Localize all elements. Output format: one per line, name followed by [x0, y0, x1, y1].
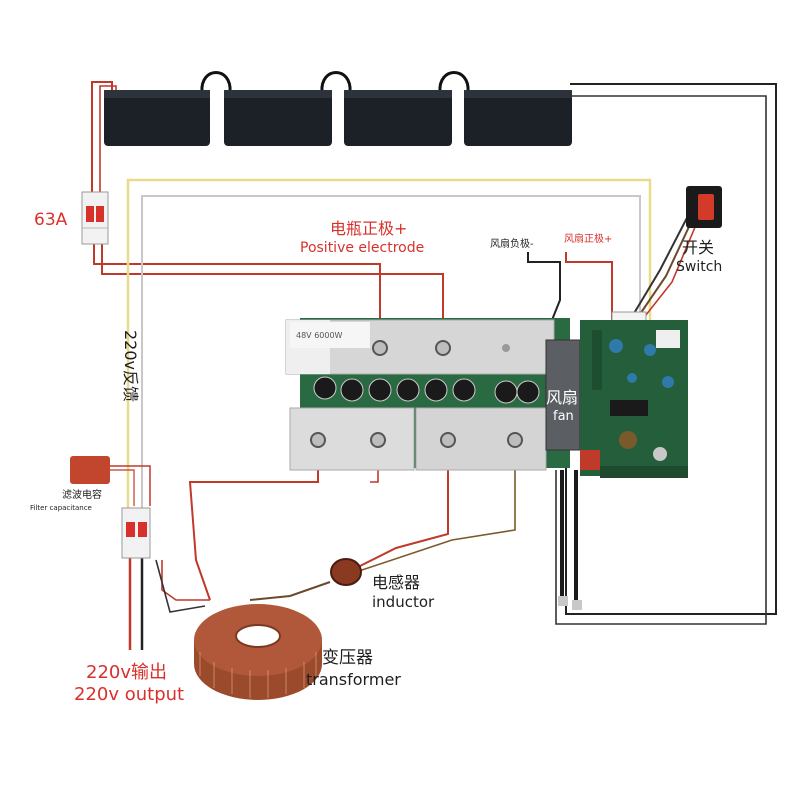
- inverter-board: [285, 318, 688, 478]
- battery-jumper-1: [200, 71, 232, 93]
- transformer-label-zh: 变压器: [322, 648, 373, 668]
- inductor-label-zh: 电感器: [372, 573, 421, 592]
- battery-negative-wire-inner: [555, 95, 767, 625]
- top-circuit-breaker: [81, 191, 109, 245]
- battery-negative-wire: [565, 83, 777, 615]
- cooling-fan: [545, 339, 581, 451]
- output-label-en: 220v output: [74, 684, 185, 705]
- positive-terminal-1: [372, 340, 388, 356]
- filter-capacitor-label-en: Filter capacitance: [30, 504, 92, 512]
- battery-3: [344, 90, 452, 146]
- inductor-label-en: inductor: [372, 593, 435, 611]
- inverter-to-inductor-wire-1: [355, 440, 449, 569]
- feedback-label: 220v反馈: [121, 330, 140, 403]
- filter-cap-lead: [110, 465, 151, 506]
- switch-wire-1: [629, 211, 691, 321]
- inverter-to-inductor-wire-2: [355, 440, 516, 573]
- output-circuit-breaker: [121, 507, 151, 559]
- transformer-label-en: transformer: [306, 670, 401, 689]
- fan-negative-wire: [527, 252, 561, 331]
- inductor-coil: [330, 558, 362, 586]
- battery-1: [104, 90, 210, 146]
- filter-capacitor: [70, 456, 110, 484]
- capacitor-row: [313, 376, 540, 404]
- filter-capacitor-label-zh: 滤波电容: [62, 490, 102, 501]
- ac-terminal-1: [310, 432, 326, 448]
- ac-terminal-4: [507, 432, 523, 448]
- inductor-to-transformer-wire: [249, 581, 331, 601]
- breaker-to-inverter-wire-1: [93, 244, 381, 350]
- fan-negative-label: 风扇负极-: [490, 239, 534, 250]
- feedback-wire-grey: [141, 195, 641, 510]
- switch-wire-3: [641, 219, 699, 321]
- breaker-to-inverter-wire-2: [101, 244, 444, 350]
- battery-positive-label-zh: 电瓶正极+: [330, 219, 408, 238]
- battery-jumper-3: [438, 71, 470, 93]
- ac-heatsink-right: [415, 407, 547, 471]
- battery-jumper-2: [320, 71, 352, 93]
- switch-label-en: Switch: [676, 259, 723, 275]
- fan-label-en: fan: [553, 409, 574, 424]
- transformer-to-output-wire-1: [161, 560, 210, 601]
- toroidal-transformer: [194, 604, 322, 700]
- battery-2: [224, 90, 332, 146]
- switch-label-zh: 开关: [682, 238, 715, 257]
- ac-terminal-3: [440, 432, 456, 448]
- fan-positive-label: 风扇正极+: [564, 234, 613, 245]
- fan-label-zh: 风扇: [546, 388, 579, 407]
- top-breaker-rating: 63A: [34, 210, 68, 230]
- inverter-model-label: 48V 6000W: [296, 331, 343, 340]
- battery-positive-label-en: Positive electrode: [300, 240, 425, 256]
- positive-terminal-2: [435, 340, 451, 356]
- filter-cap-lead-2: [110, 469, 135, 506]
- feedback-wire-yellow: [126, 178, 652, 510]
- switch-wire-2: [635, 215, 695, 321]
- rocker-switch: [686, 186, 722, 228]
- ac-heatsink-left: [289, 407, 415, 471]
- ac-terminal-2: [370, 432, 386, 448]
- output-label-zh: 220v输出: [86, 662, 168, 683]
- battery-bank: [104, 71, 572, 146]
- fan-positive-wire: [565, 252, 613, 320]
- battery-positive-wire-2: [99, 85, 117, 192]
- battery-4: [464, 90, 572, 146]
- inverter-sticker: [290, 322, 370, 348]
- transformer-to-output-wire-2: [155, 559, 206, 613]
